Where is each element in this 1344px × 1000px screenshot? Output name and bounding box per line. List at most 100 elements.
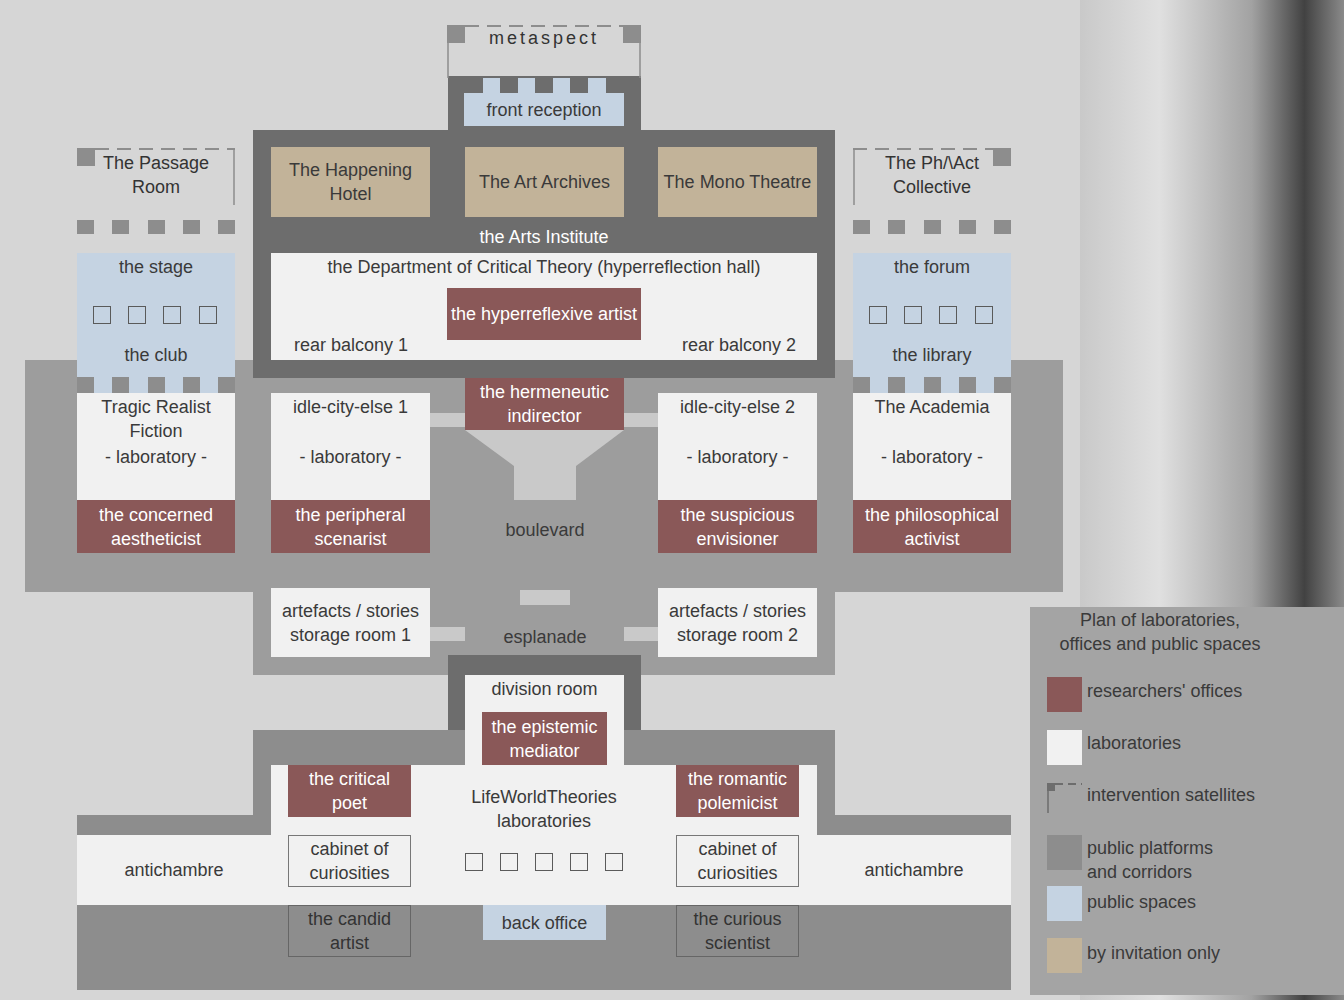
room-name: the curious scientist [679, 907, 796, 955]
room-name: the Arts Institute [253, 225, 835, 249]
room-name: - laboratory - [658, 445, 817, 469]
invitation-room: The Mono Theatre [658, 147, 817, 217]
passage-link [624, 627, 658, 641]
legend-swatch [1047, 730, 1082, 765]
public-space: the forumthe library [853, 253, 1011, 377]
window-square [163, 306, 181, 324]
legend-text: researchers' offices [1087, 679, 1327, 703]
passage-opening [853, 377, 1011, 393]
room-name: the critical poet [291, 767, 408, 815]
satellite-corner [77, 148, 95, 166]
room-name: the library [853, 343, 1011, 367]
laboratory: The Academia- laboratory -the philosophi… [853, 393, 1011, 553]
cabinet-room: cabinet of curiosities [288, 835, 411, 887]
room-name: the hyperreflexive artist [450, 302, 638, 326]
window-square [128, 306, 146, 324]
satellite-corner [993, 148, 1011, 166]
grey-room: the candid artist [288, 905, 411, 957]
intervention-satellite: The Passage Room [77, 147, 235, 213]
laboratory: Tragic Realist Fiction- laboratory - the … [77, 393, 235, 553]
legend-text: public spaces [1087, 890, 1327, 914]
room-name: the club [77, 343, 235, 367]
satellite-outline [465, 25, 623, 27]
passage-block [888, 220, 905, 234]
entrance-pillar [606, 78, 624, 93]
legend-bracket [1047, 783, 1082, 818]
window-square [199, 306, 217, 324]
entrance-opening [465, 78, 624, 93]
satellite-outline [95, 148, 235, 150]
passage-block [853, 377, 870, 393]
researcher-office: the epistemic mediator [482, 712, 607, 765]
window-square [535, 853, 553, 871]
institute-frame: the Arts Institute The Happening Hotel The… [253, 130, 835, 378]
passage-block [888, 377, 905, 393]
central-platform [253, 360, 835, 675]
invitation-room: The Art Archives [465, 147, 624, 217]
intervention-satellite: metaspect [465, 24, 623, 52]
legend-swatch [1047, 938, 1082, 973]
entrance-pillar [535, 78, 553, 93]
passage-block [959, 220, 976, 234]
satellite-outline [447, 43, 449, 78]
room-name: cabinet of curiosities [291, 837, 408, 885]
room-name: idle-city-else 1 [271, 395, 430, 419]
legend-text: public platforms and corridors [1087, 836, 1237, 884]
room-name: idle-city-else 2 [658, 395, 817, 419]
legend-panel [1030, 607, 1344, 995]
passage-link [520, 590, 570, 605]
room-name: the romantic polemicist [679, 767, 796, 815]
window-square [465, 853, 483, 871]
legend-title: Plan of laboratories, offices and public… [1056, 608, 1264, 656]
passage-block [148, 377, 165, 393]
room-name: - laboratory - [271, 445, 430, 469]
room-name: the Department of Critical Theory (hyper… [271, 255, 817, 279]
room-name: Tragic Realist Fiction [77, 395, 235, 443]
room-name: artefacts / stories storage room 2 [661, 599, 814, 647]
window-square [500, 853, 518, 871]
laboratory: idle-city-else 1 - laboratory - the periph… [271, 393, 430, 553]
passage-link [624, 413, 658, 427]
researcher-office: the hermeneutic indirector [465, 378, 624, 430]
laboratory: antichambre [77, 835, 271, 905]
corridor-label: boulevard [470, 518, 620, 542]
public-space: back office [483, 905, 606, 940]
passage-block [853, 220, 870, 234]
passage-block [148, 220, 165, 234]
room-name: rear balcony 1 [271, 333, 431, 357]
laboratory: idle-city-else 2- laboratory -the suspic… [658, 393, 817, 553]
room-name: - laboratory - [77, 445, 235, 469]
window-square [975, 306, 993, 324]
room-name: the epistemic mediator [485, 715, 604, 763]
laboratory: LifeWorldTheories laboratories the critic… [271, 765, 817, 905]
passage-block [77, 220, 94, 234]
room-name: the concerned aestheticist [80, 503, 232, 551]
room-name: The Academia [853, 395, 1011, 419]
laboratory: division roomthe epistemic mediator [465, 675, 624, 765]
passage-block [112, 377, 129, 393]
window-square [904, 306, 922, 324]
researcher-office: the hyperreflexive artist [447, 288, 641, 340]
passage-link [430, 413, 465, 427]
legend-text: laboratories [1087, 731, 1327, 755]
bracket-corner [1047, 783, 1055, 791]
satellite-outline [853, 149, 855, 205]
room-name: the philosophical activist [856, 503, 1008, 551]
room-name: the stage [77, 255, 235, 279]
window-square [93, 306, 111, 324]
room-name: The Ph/\Act Collective [857, 151, 1007, 199]
cabinet-room: cabinet of curiosities [676, 835, 799, 887]
passage-block [994, 377, 1011, 393]
room-name: rear balcony 2 [659, 333, 819, 357]
entrance-pillar [500, 78, 518, 93]
window-square [570, 853, 588, 871]
room-name: The Happening Hotel [274, 158, 427, 206]
room-name: the peripheral scenarist [274, 503, 427, 551]
legend-swatch [1047, 677, 1082, 712]
satellite-outline [853, 148, 993, 150]
room-name: The Mono Theatre [661, 170, 814, 194]
legend-swatch [1047, 886, 1082, 921]
room-name: metaspect [468, 26, 620, 50]
room-name: back office [486, 911, 603, 935]
room-name: LifeWorldTheories laboratories [454, 785, 634, 833]
